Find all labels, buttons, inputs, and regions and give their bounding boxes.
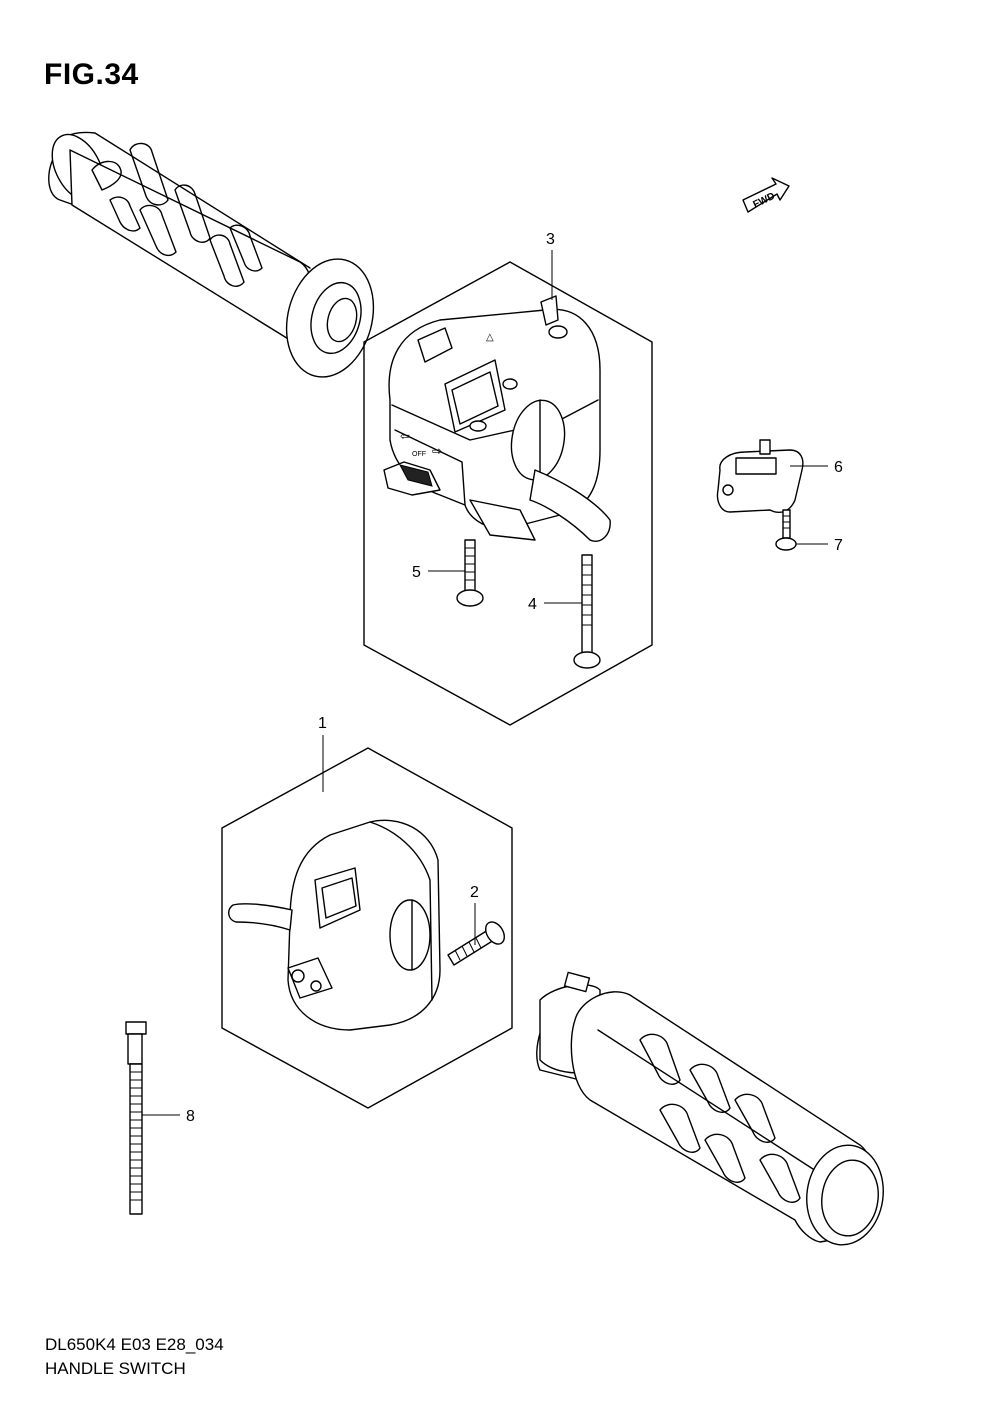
right-throttle-grip bbox=[536, 971, 884, 1246]
diagram-name: HANDLE SWITCH bbox=[45, 1359, 186, 1378]
turn-left-icon: ⇦ bbox=[400, 429, 410, 443]
callout-7: 7 bbox=[796, 537, 843, 554]
assembly-frame-1 bbox=[221, 747, 513, 1109]
callout-label-3: 3 bbox=[546, 231, 555, 248]
screw-7 bbox=[775, 509, 797, 551]
assembly-frame-3 bbox=[363, 261, 653, 726]
right-handlebar-switch: △ ⇦ ⇨ OFF bbox=[383, 295, 611, 542]
callout-label-5: 5 bbox=[412, 564, 421, 581]
screw-2 bbox=[447, 921, 505, 966]
diagram-code: DL650K4 E03 E28_034 bbox=[45, 1335, 224, 1354]
left-handlebar-grip bbox=[48, 131, 375, 378]
callout-1: 1 bbox=[318, 715, 327, 792]
callout-label-6: 6 bbox=[834, 459, 843, 476]
callout-4: 4 bbox=[528, 596, 582, 613]
callout-label-4: 4 bbox=[528, 596, 537, 613]
callout-5: 5 bbox=[412, 564, 465, 581]
callout-label-8: 8 bbox=[186, 1108, 195, 1125]
callout-label-2: 2 bbox=[470, 884, 479, 901]
callout-label-7: 7 bbox=[834, 537, 843, 554]
left-handlebar-switch bbox=[228, 819, 441, 1031]
callout-8: 8 bbox=[142, 1108, 195, 1125]
svg-text:△: △ bbox=[486, 332, 494, 343]
forward-direction-arrow-icon: FWD bbox=[742, 177, 790, 213]
figure-title: FIG.34 bbox=[44, 58, 139, 91]
callout-3: 3 bbox=[546, 231, 555, 300]
cable-tie-8 bbox=[125, 1021, 147, 1215]
off-label: OFF bbox=[412, 451, 426, 458]
turn-right-icon: ⇨ bbox=[432, 444, 442, 458]
screw-4 bbox=[573, 554, 601, 669]
callout-label-1: 1 bbox=[318, 715, 327, 732]
callout-6: 6 bbox=[790, 459, 843, 476]
callout-2: 2 bbox=[470, 884, 479, 945]
screw-5 bbox=[456, 539, 484, 607]
small-switch-6 bbox=[716, 439, 804, 513]
